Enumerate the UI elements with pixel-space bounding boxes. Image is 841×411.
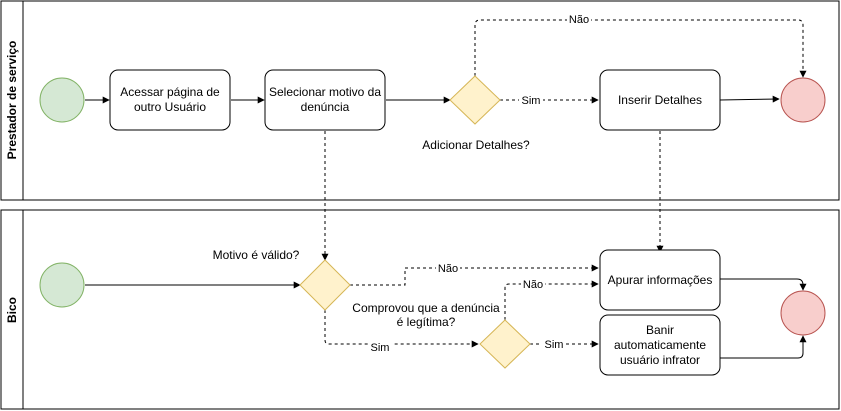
gateway-motivo-label: Motivo é válido? [213,248,300,262]
start-event-prestador[interactable] [39,77,85,123]
edge-label-comprovou-nao: Não [523,279,543,291]
edge-apurar-end2 [720,278,807,291]
start-event-bico[interactable] [39,262,85,308]
task-inserir[interactable]: Inserir Detalhes [599,69,721,131]
edge-adicionar-nao [474,19,807,78]
edge-label-motivo-sim: Sim [371,342,390,354]
edge-label-motivo-nao: Não [438,263,458,275]
task-acessar[interactable]: Acessar página de outro Usuário [109,69,231,131]
lane-title-prestador: Prestador de serviço [5,41,19,160]
edge-inserir-end1 [719,95,780,103]
task-selecionar-label: Selecionar motivo da denúncia [268,85,382,114]
gateway-comprovou[interactable] [479,319,531,369]
task-apurar-label: Apurar informações [607,272,713,287]
gateway-adicionar-label: Adicionar Detalhes? [422,138,530,152]
edge-label-comprovou-sim: Sim [545,339,564,351]
gateway-comprovou-label-line2: é legítima? [397,315,456,329]
task-banir-label: Banir automaticamente usuário infrator [613,322,707,367]
task-acessar-label: Acessar página de outro Usuário [120,85,220,114]
edge-label-adicionar-nao: Não [569,14,589,26]
edge-motivo-sim [324,310,479,348]
end-event-bico[interactable] [780,290,826,336]
gateway-adicionar-detalhes[interactable] [449,75,501,125]
task-banir[interactable]: Banir automaticamente usuário infrator [599,314,721,376]
edge-label-adicionar-sim: Sim [522,95,541,107]
edge-comprovou-nao [504,280,599,320]
gateway-comprovou-label-line1: Comprovou que a denúncia [352,301,500,315]
end-event-prestador[interactable] [780,77,826,123]
edge-banir-end2 [720,335,807,359]
lane-title-bico: Bico [5,297,19,323]
gateway-motivo-valido[interactable] [299,259,351,311]
task-inserir-label: Inserir Detalhes [617,92,703,107]
edge-motivo-nao [350,264,599,286]
task-apurar[interactable]: Apurar informações [599,249,721,311]
task-selecionar[interactable]: Selecionar motivo da denúncia [264,69,386,131]
